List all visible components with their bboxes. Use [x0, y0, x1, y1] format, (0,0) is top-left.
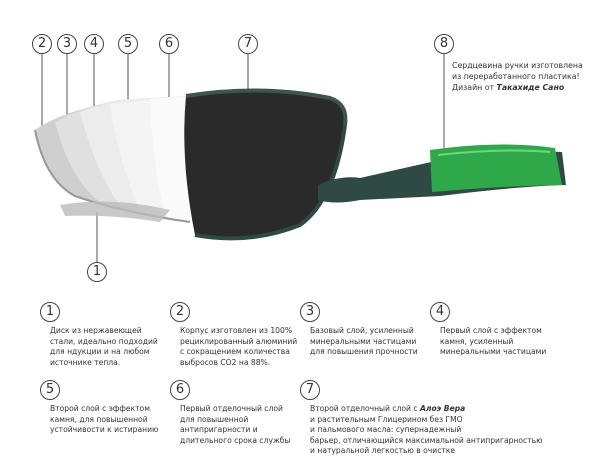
legend-number: 2	[170, 302, 190, 322]
legend-line: и пальмового масла: супернадежный	[310, 425, 462, 434]
legend-line: выбросов CO2 на 88%.	[180, 357, 271, 367]
pan-cross-section-illustration	[34, 54, 566, 262]
legend-number: 5	[40, 380, 60, 400]
legend-line: Базовый слой, усиленный	[310, 326, 414, 335]
legend-line: минеральными частицами	[310, 336, 417, 346]
callout-4: 4	[84, 34, 104, 54]
callout-6: 6	[159, 34, 179, 54]
legend-line: длительного срока службы	[180, 435, 291, 445]
legend-number: 6	[170, 380, 190, 400]
legend-line: Второй слой с эффектом	[50, 404, 150, 413]
legend-line: Первый слой с эффектом	[440, 326, 542, 335]
legend-line: Корпус изготовлен из 100%	[180, 326, 293, 335]
legend-line: камня, для повышенной	[50, 414, 148, 424]
handle	[318, 144, 566, 203]
legend-line: антипригарности и	[180, 425, 258, 434]
legend-text: Корпус изготовлен из 100%рециклированный…	[180, 326, 297, 368]
note-prefix: Дизайн от	[452, 83, 497, 92]
induction-disk	[60, 201, 170, 222]
legend-line: камня, усиленный	[440, 336, 514, 346]
pan-layers	[34, 96, 191, 223]
note-line: Сердцевина ручки изготовлена	[452, 61, 583, 70]
callout-8: 8	[434, 34, 454, 54]
legend-line: минеральными частицами	[440, 347, 547, 356]
leader-lines	[41, 54, 445, 262]
callout-7: 7	[238, 34, 258, 54]
legend-line: и натуральной легкостью в очистке	[310, 446, 456, 455]
legend-line: рециклированный алюминий	[180, 336, 298, 346]
aloe-vera-highlight: Алоэ Вера	[420, 404, 466, 413]
legend-line: стали, идеально подходий	[50, 336, 158, 346]
note-line: из переработанного пластика!	[452, 72, 580, 81]
legend-number: 1	[40, 302, 60, 322]
legend-number: 7	[300, 380, 320, 400]
legend-line: барьер, отличающийся максимальной антипр…	[310, 435, 543, 445]
legend-line: Диск из нержавеющей	[50, 326, 142, 335]
legend-line: для повышенной	[180, 414, 249, 424]
callout-1: 1	[87, 262, 107, 282]
callout-5: 5	[118, 34, 138, 54]
legend-prefix: Второй отделочный слой с	[310, 404, 420, 413]
legend-line: устойчивости к истиранию	[50, 425, 159, 434]
legend-number: 3	[300, 302, 320, 322]
handle-note: Сердцевина ручки изготовлена из перерабо…	[452, 60, 583, 93]
legend-line: для ндукции и на любом	[50, 347, 150, 356]
legend-line: с сокращением количества	[180, 347, 290, 356]
legend-number: 4	[430, 302, 450, 322]
legend-line: Первый отделочный слой	[180, 404, 283, 413]
legend-line: и растительным Глицерином без ГМО	[310, 414, 463, 424]
legend-line: для повышения прочности	[310, 347, 418, 356]
pan-interior	[184, 90, 346, 239]
legend-line: Второй отделочный слой с Алоэ Вера	[310, 404, 543, 415]
legend-line: источнике тепла.	[50, 357, 121, 367]
callout-2: 2	[32, 34, 52, 54]
designer-name: Такахиде Сано	[496, 83, 565, 92]
callout-3: 3	[57, 34, 77, 54]
note-line: Дизайн от Такахиде Сано	[452, 82, 583, 93]
